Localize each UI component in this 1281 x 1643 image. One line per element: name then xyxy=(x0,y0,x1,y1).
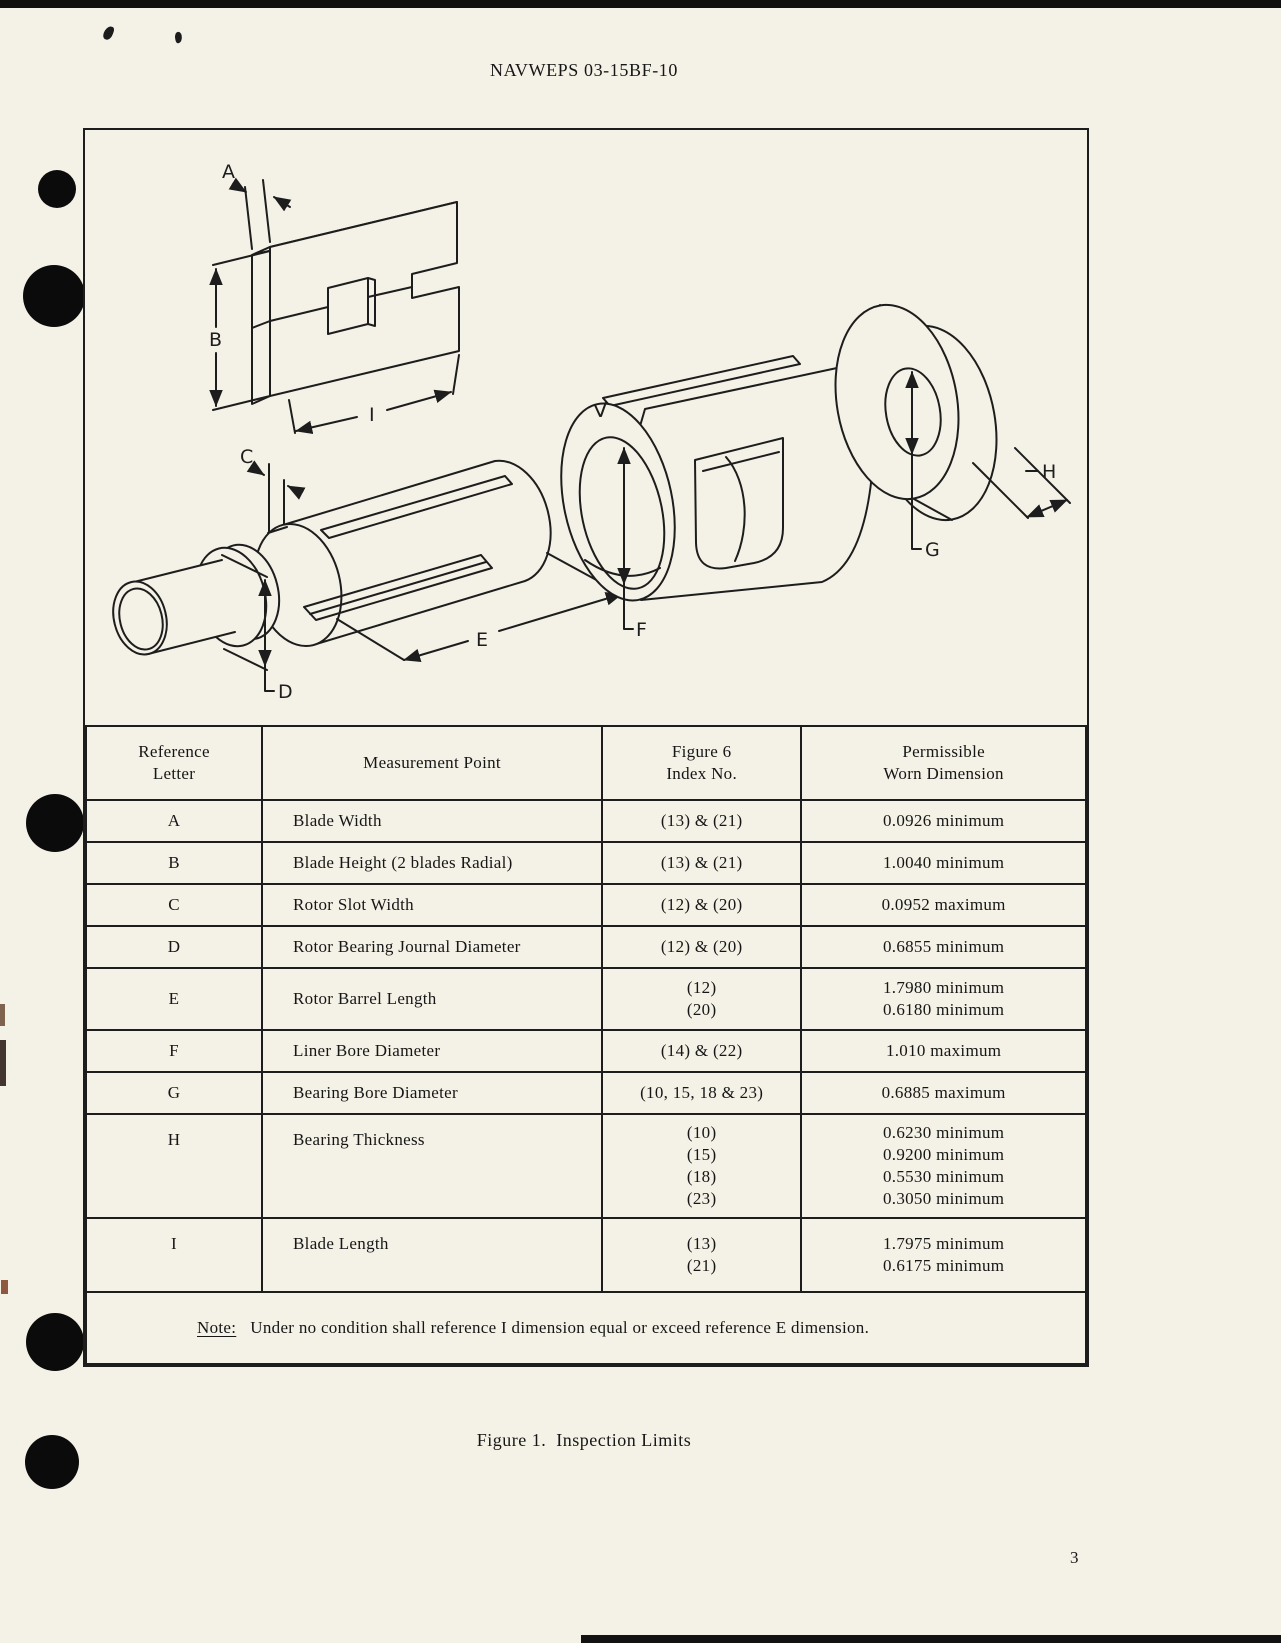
col-header-worn-dimension: Permissible Worn Dimension xyxy=(800,725,1087,801)
worn-dimension-cell: 0.6885 maximum xyxy=(800,1071,1087,1115)
inspection-diagram: A B I xyxy=(112,161,1071,703)
table-row-i: I Blade Length (13) (21) 1.7975 minimum … xyxy=(84,1217,1087,1293)
ref-letter-cell: E xyxy=(84,967,264,1031)
liner-drawing: F xyxy=(560,355,876,641)
measurement-point-cell: Blade Length xyxy=(261,1217,604,1293)
scan-edge-bottom xyxy=(581,1635,1281,1643)
measurement-point-cell: Bearing Thickness xyxy=(261,1113,604,1219)
dim-label-c: C xyxy=(240,446,253,468)
page-edge-stain xyxy=(0,1004,5,1026)
index-no-cell: (10, 15, 18 & 23) xyxy=(601,1071,803,1115)
table-row-b: B Blade Height (2 blades Radial) (13) & … xyxy=(84,841,1087,885)
table-row-f: F Liner Bore Diameter (14) & (22) 1.010 … xyxy=(84,1029,1087,1073)
ref-letter-cell: G xyxy=(84,1071,264,1115)
document-number-header: NAVWEPS 03-15BF-10 xyxy=(490,60,678,80)
worn-dimension-cell: 0.0926 minimum xyxy=(800,799,1087,843)
dim-label-a: A xyxy=(222,161,235,183)
measurement-point-cell: Blade Width xyxy=(261,799,604,843)
measurement-point-cell: Liner Bore Diameter xyxy=(261,1029,604,1073)
measurement-point-cell: Blade Height (2 blades Radial) xyxy=(261,841,604,885)
measurement-point-cell: Rotor Bearing Journal Diameter xyxy=(261,925,604,969)
worn-dimension-cell: 0.6855 minimum xyxy=(800,925,1087,969)
ref-letter-cell: H xyxy=(84,1113,264,1219)
page-number: 3 xyxy=(1070,1548,1079,1567)
ref-letter-cell: D xyxy=(84,925,264,969)
index-no-cell: (12) (20) xyxy=(601,967,803,1031)
ref-letter-cell: A xyxy=(84,799,264,843)
note-cell: Note: Under no condition shall reference… xyxy=(85,1291,1087,1365)
col-header-index-no: Figure 6 Index No. xyxy=(601,725,803,801)
figure-frame: A B I xyxy=(83,128,1089,1367)
col-header-measurement-point: Measurement Point xyxy=(261,725,604,801)
dim-label-d: D xyxy=(278,681,293,703)
inspection-diagram-area: A B I xyxy=(85,130,1087,725)
page-edge-stain xyxy=(1,1280,8,1294)
worn-dimension-cell: 1.7980 minimum 0.6180 minimum xyxy=(800,967,1087,1031)
index-no-cell: (13) & (21) xyxy=(601,841,803,885)
table-row-a: A Blade Width (13) & (21) 0.0926 minimum xyxy=(84,799,1087,843)
dim-label-b: B xyxy=(209,329,222,351)
ref-letter-cell: C xyxy=(84,883,264,927)
table-row-c: C Rotor Slot Width (12) & (20) 0.0952 ma… xyxy=(84,883,1087,927)
inspection-limits-table: Reference Letter Measurement Point Figur… xyxy=(84,725,1087,1365)
worn-dimension-cell: 0.0952 maximum xyxy=(800,883,1087,927)
dim-label-f: F xyxy=(636,619,647,641)
table-header-row: Reference Letter Measurement Point Figur… xyxy=(84,725,1087,801)
binding-dot xyxy=(38,170,76,208)
table-row-d: D Rotor Bearing Journal Diameter (12) & … xyxy=(84,925,1087,969)
note-label: Note: xyxy=(197,1317,237,1337)
worn-dimension-cell: 1.0040 minimum xyxy=(800,841,1087,885)
ink-smudge xyxy=(102,24,115,42)
index-no-cell: (10) (15) (18) (23) xyxy=(601,1113,803,1219)
measurement-point-cell: Rotor Slot Width xyxy=(261,883,604,927)
ink-smudge xyxy=(173,31,184,44)
binding-dot xyxy=(25,1435,79,1489)
worn-dimension-cell: 0.6230 minimum 0.9200 minimum 0.5530 min… xyxy=(800,1113,1087,1219)
table-row-e: E Rotor Barrel Length (12) (20) 1.7980 m… xyxy=(84,967,1087,1031)
ref-letter-cell: B xyxy=(84,841,264,885)
blade-drawing: A B I xyxy=(209,161,460,435)
measurement-point-cell: Bearing Bore Diameter xyxy=(261,1071,604,1115)
table-row-h: H Bearing Thickness (10) (15) (18) (23) … xyxy=(84,1113,1087,1219)
worn-dimension-cell: 1.010 maximum xyxy=(800,1029,1087,1073)
rotor-drawing: C D E xyxy=(112,446,623,703)
note-text: Under no condition shall reference I dim… xyxy=(250,1317,870,1337)
col-header-reference-letter: Reference Letter xyxy=(84,725,264,801)
worn-dimension-cell: 1.7975 minimum 0.6175 minimum xyxy=(800,1217,1087,1293)
binding-dot xyxy=(26,794,84,852)
index-no-cell: (12) & (20) xyxy=(601,925,803,969)
table-row-g: G Bearing Bore Diameter (10, 15, 18 & 23… xyxy=(84,1071,1087,1115)
index-no-cell: (13) (21) xyxy=(601,1217,803,1293)
index-no-cell: (14) & (22) xyxy=(601,1029,803,1073)
ref-letter-cell: F xyxy=(84,1029,264,1073)
index-no-cell: (13) & (21) xyxy=(601,799,803,843)
bearing-drawing: G H xyxy=(834,303,1071,561)
dim-label-i: I xyxy=(369,404,375,426)
index-no-cell: (12) & (20) xyxy=(601,883,803,927)
dim-label-e: E xyxy=(476,629,488,651)
measurement-point-cell: Rotor Barrel Length xyxy=(261,967,604,1031)
binding-dot xyxy=(26,1313,84,1371)
page-edge-stain xyxy=(0,1040,6,1086)
figure-caption: Figure 1. Inspection Limits xyxy=(476,1430,692,1450)
binding-dot xyxy=(23,265,85,327)
table-note-row: Note: Under no condition shall reference… xyxy=(85,1291,1087,1365)
dim-label-g: G xyxy=(925,539,940,561)
ref-letter-cell: I xyxy=(84,1217,264,1293)
scan-edge-top xyxy=(0,0,1281,8)
dim-label-h: H xyxy=(1042,461,1056,483)
